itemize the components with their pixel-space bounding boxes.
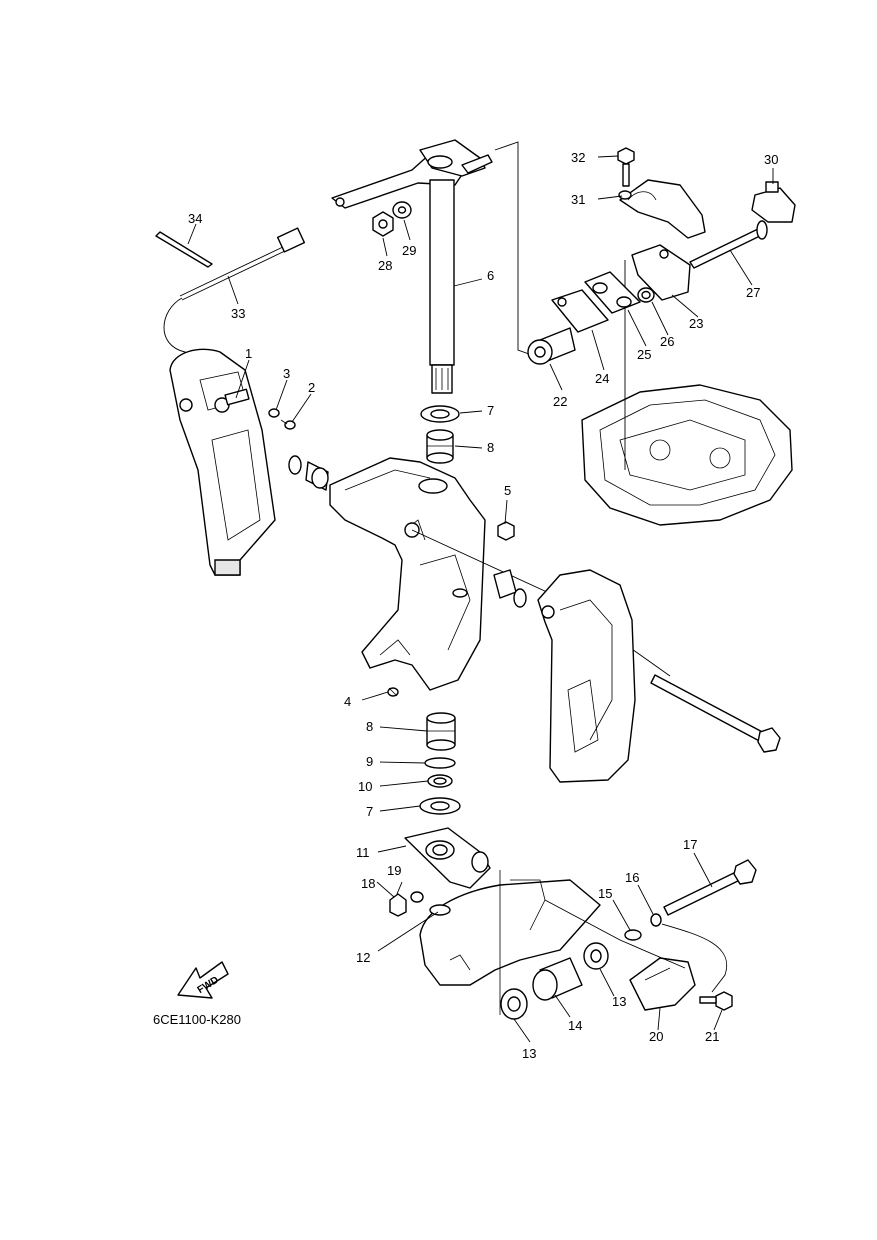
callout-13-lower: 13 [522,1046,536,1061]
washer-3 [268,408,280,418]
screw-4 [387,687,399,697]
mount-13-right [583,942,609,970]
callout-24: 24 [595,371,609,386]
washer-10 [427,774,453,788]
callout-labels: 1 2 3 4 5 6 7 8 8 9 10 7 11 12 13 13 14 … [188,150,778,1061]
mount-14 [532,957,583,1001]
callout-17: 17 [683,837,697,852]
left-bushing [288,455,329,491]
plate-24 [551,289,609,333]
terminal-16 [650,913,662,927]
nut-18 [389,893,407,917]
callout-19: 19 [387,863,401,878]
left-clamp-bracket [169,348,276,576]
cover-20 [629,957,696,1011]
plate-25 [584,271,641,314]
right-bushing [493,569,527,608]
callout-leaders [187,155,774,1043]
callout-31: 31 [571,192,585,207]
through-bolt-lower [650,674,781,753]
callout-4: 4 [344,694,351,709]
bolt-2 [280,419,296,430]
callout-8-upper: 8 [487,440,494,455]
callout-33: 33 [231,306,245,321]
callout-11: 11 [356,845,370,860]
callout-21: 21 [705,1029,719,1044]
o-ring-9 [424,757,456,769]
callout-7-upper: 7 [487,403,494,418]
lower-bracket-11 [404,827,491,889]
callout-16: 16 [625,870,639,885]
callout-22: 22 [553,394,567,409]
cover-31 [618,179,706,239]
bushing-8-lower [426,712,456,751]
callout-34: 34 [188,211,202,226]
callout-3: 3 [283,366,290,381]
callout-12: 12 [356,950,370,965]
callout-9: 9 [366,754,373,769]
callout-25: 25 [637,347,651,362]
callout-6: 6 [487,268,494,283]
callout-1: 1 [245,346,252,361]
bolt-17 [663,859,757,916]
right-clamp-bracket [537,569,636,783]
engine-mount-plate [581,260,793,526]
clip-12 [429,904,451,916]
callout-5: 5 [504,483,511,498]
plate-30 [751,181,796,223]
washer-7-upper [420,405,460,423]
callout-8-lower: 8 [366,719,373,734]
callout-27: 27 [746,285,760,300]
callout-14: 14 [568,1018,582,1033]
plate-23 [631,244,691,301]
steering-shaft [429,179,455,394]
callout-13-upper: 13 [612,994,626,1009]
washer-19 [410,891,424,903]
bolt-27 [689,220,768,269]
callout-29: 29 [402,243,416,258]
callout-26: 26 [660,334,674,349]
nut-5 [497,521,515,541]
callout-2: 2 [308,380,315,395]
bolt-21 [699,991,733,1011]
diagram-code: 6CE1100-K280 [153,1012,241,1027]
callout-18: 18 [361,876,375,891]
bushing-8-upper [426,429,454,464]
rubber-mount-22 [527,327,576,365]
callout-10: 10 [358,779,372,794]
callout-32: 32 [571,150,585,165]
washer-15 [624,929,642,941]
mount-13-left [500,988,528,1020]
swivel-bracket [329,457,486,691]
bolt-32 [617,147,635,187]
nut-28 [372,211,394,237]
wire-harness [155,227,306,361]
callout-28: 28 [378,258,392,273]
callout-15: 15 [598,886,612,901]
callout-7-lower: 7 [366,804,373,819]
callout-30: 30 [764,152,778,167]
washer-7-lower [419,797,461,815]
steering-arm [331,139,493,209]
washer-29 [392,201,412,219]
callout-20: 20 [649,1029,663,1044]
lower-casing [419,870,601,1015]
callout-23: 23 [689,316,703,331]
ring-26 [637,287,655,303]
fwd-arrow-icon: FWD [177,961,229,999]
